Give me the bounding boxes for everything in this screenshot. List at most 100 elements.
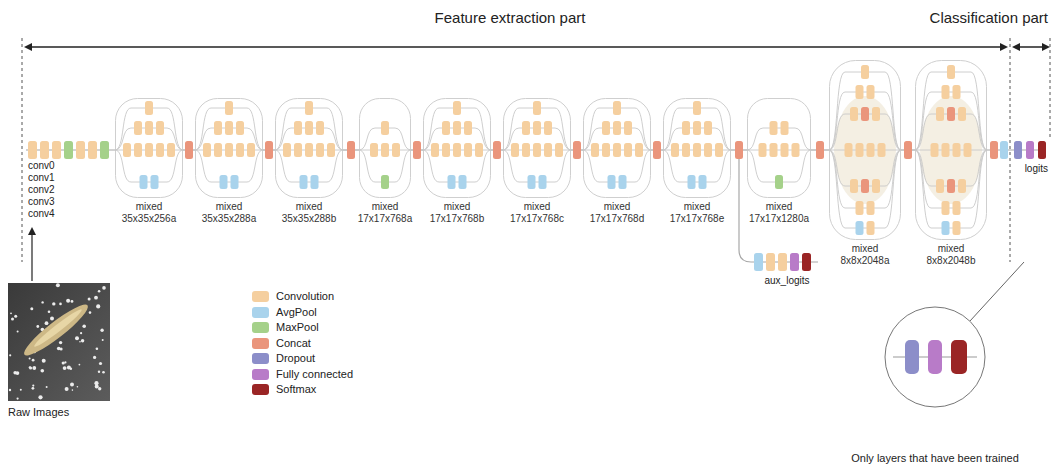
branch-line: [915, 72, 987, 150]
module-layer: [156, 121, 164, 135]
module-layer: [522, 121, 530, 135]
legend-swatch: [252, 369, 269, 380]
text-label: conv3: [28, 196, 55, 208]
text-label: conv4: [28, 208, 55, 220]
module-layer: [140, 175, 148, 189]
arrow-head: [1042, 43, 1050, 51]
module-layer: [316, 143, 324, 157]
module-outline: [663, 98, 731, 198]
image-dot: [80, 332, 82, 334]
module-layer: [231, 175, 239, 189]
image-dot: [20, 389, 22, 391]
image-dot: [67, 366, 71, 370]
image-dot: [41, 301, 43, 303]
concat-block: [653, 141, 661, 159]
image-dot: [9, 354, 11, 356]
image-dot: [64, 361, 66, 363]
inception-module: mixed 17x17x1280a: [747, 98, 811, 225]
module-layer: [856, 221, 864, 235]
legend-text: Softmax: [276, 382, 316, 397]
legend-swatch: [252, 338, 269, 349]
module-layer: [931, 143, 939, 157]
larva-highlight: [32, 307, 84, 349]
module-layer: [613, 101, 621, 115]
text-label: conv1: [28, 172, 55, 184]
module-layer: [693, 121, 701, 135]
module-layer: [431, 143, 439, 157]
module-layer: [856, 143, 864, 157]
image-dot: [102, 371, 105, 374]
module-layer: [936, 179, 944, 193]
image-dot: [46, 386, 48, 388]
concat-block: [265, 141, 273, 159]
image-dot: [9, 389, 11, 391]
text-label: Feature extraction part: [435, 9, 586, 27]
module-label: mixed 35x35x288b: [274, 201, 344, 225]
module-layer: [247, 143, 255, 157]
text-label: conv0: [28, 160, 55, 172]
module-layer: [942, 201, 950, 215]
image-dot: [81, 339, 84, 342]
branch-line: [423, 150, 491, 182]
image-dot: [11, 318, 14, 321]
module-layer: [775, 175, 783, 189]
module-label: mixed 17x17x768b: [422, 201, 492, 225]
image-dot: [59, 341, 62, 344]
module-layer: [555, 143, 563, 157]
module-outline: [915, 60, 987, 240]
image-dot: [48, 311, 51, 314]
module-outline: [747, 98, 811, 198]
module-layer: [624, 121, 632, 135]
module-layer: [942, 143, 950, 157]
module-outline-shape: [748, 99, 811, 198]
module-layer: [850, 179, 858, 193]
arrow-head: [1000, 43, 1008, 51]
module-layer: [236, 143, 244, 157]
module-outline: [359, 98, 411, 198]
module-layer: [715, 143, 723, 157]
aux-layer: [778, 253, 787, 271]
text-label: conv2: [28, 184, 55, 196]
inception-module: mixed 8x8x2048a: [829, 60, 901, 267]
image-ground: [8, 283, 110, 401]
module-layer: [300, 175, 308, 189]
module-layer: [759, 143, 767, 157]
module-layer: [958, 179, 966, 193]
module-layer: [856, 201, 864, 215]
module-layer: [704, 143, 712, 157]
module-layer: [693, 101, 701, 115]
text-label: logits: [1025, 163, 1048, 175]
legend-text: Fully connected: [276, 367, 353, 382]
branch-line: [195, 150, 263, 182]
module-layer: [947, 107, 955, 121]
module-layer: [145, 121, 153, 135]
module-layer: [311, 175, 319, 189]
branch-line: [747, 128, 811, 150]
module-layer: [856, 85, 864, 99]
module-outline-shape: [360, 99, 411, 198]
module-layer: [533, 121, 541, 135]
module-layer: [203, 143, 211, 157]
module-layer: [475, 143, 483, 157]
concat-block: [493, 141, 501, 159]
module-layer: [845, 143, 853, 157]
fc-block: [928, 340, 942, 374]
module-layer: [305, 121, 313, 135]
image-dot: [89, 311, 92, 314]
module-layer: [544, 143, 552, 157]
module-outline: [115, 98, 183, 198]
inception-module: mixed 35x35x256a: [115, 98, 183, 225]
image-dot: [38, 395, 42, 399]
branch-line: [829, 72, 901, 150]
module-layer: [682, 143, 690, 157]
module-layer: [958, 107, 966, 121]
branch-line: [275, 150, 343, 182]
module-layer: [225, 121, 233, 135]
inception-module: mixed 35x35x288b: [275, 98, 343, 225]
module-label: mixed 8x8x2048b: [916, 243, 986, 267]
module-layer: [381, 143, 389, 157]
text-label: aux_logits: [764, 275, 809, 287]
module-layer: [214, 121, 222, 135]
module-layer: [953, 201, 961, 215]
module-label: mixed 8x8x2048a: [830, 243, 900, 267]
